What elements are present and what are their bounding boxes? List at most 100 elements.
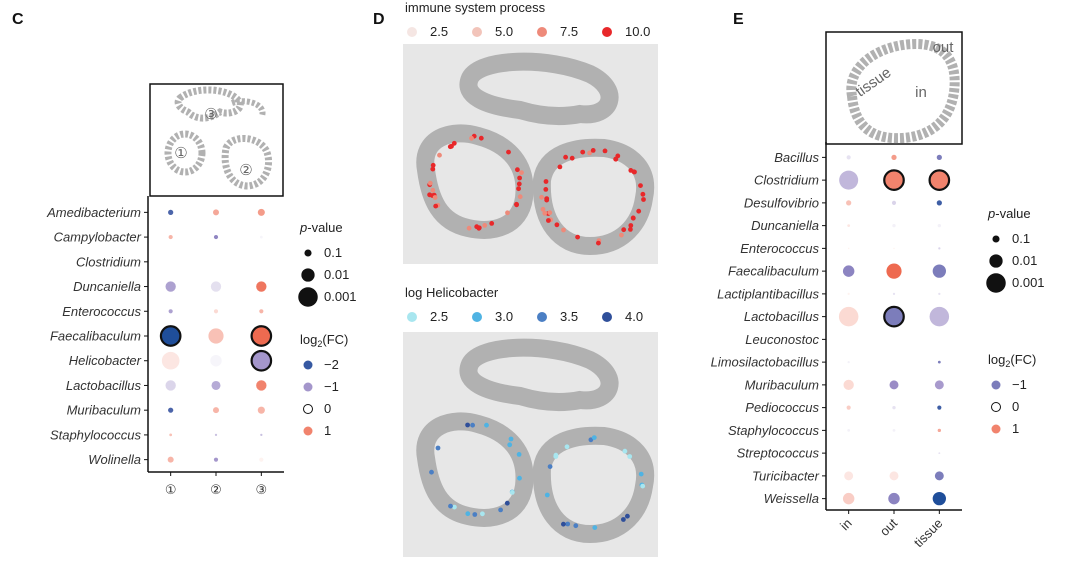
d-top-spot: [517, 175, 522, 181]
d-bottom-spot: [435, 445, 441, 451]
e-dot: [846, 405, 851, 410]
e-y-tick-label: Staphylococcus: [728, 423, 820, 438]
d-top-map-tissue-1: [416, 124, 534, 239]
e-dot: [892, 405, 896, 410]
e-legend-p-dot: [992, 235, 1000, 243]
d-top-spot: [619, 232, 624, 238]
e-x-tick-label: tissue: [911, 516, 946, 551]
e-dot: [929, 306, 950, 327]
c-dot: [211, 380, 221, 390]
c-dot: [161, 351, 180, 370]
d-top-legend-label: 5.0: [495, 24, 513, 39]
d-bottom-spot: [561, 521, 566, 527]
c-dot: [212, 407, 220, 414]
e-y-tick-label: Desulfovibrio: [744, 195, 819, 210]
e-dot: [938, 338, 940, 340]
d-top-spot: [519, 170, 524, 176]
d-top-legend-swatch: [407, 27, 417, 37]
c-dot: [256, 380, 267, 391]
d-bottom-spot: [640, 483, 646, 489]
e-y-tick-label: Limosilactobacillus: [711, 355, 820, 370]
e-y-tick-label: Turicibacter: [752, 468, 820, 483]
e-y-tick-label: Weissella: [764, 491, 819, 506]
panel-c-inset-tissue-2: [221, 135, 273, 190]
d-bottom-spot: [591, 435, 597, 440]
c-x-tick-label: ②: [210, 482, 222, 497]
d-top-spot: [505, 210, 510, 216]
d-bottom-spot: [588, 437, 594, 443]
c-dot: [210, 355, 222, 367]
d-top-spot: [542, 210, 548, 216]
e-dot: [928, 169, 951, 191]
d-bottom-legend-swatch: [472, 312, 482, 322]
c-dot: [257, 406, 265, 414]
d-bottom-spot: [465, 422, 470, 428]
c-legend-fc-dot: [303, 360, 313, 370]
c-dot: [213, 235, 219, 240]
d-top-spot: [613, 156, 619, 162]
e-y-tick-label: Muribaculum: [745, 377, 820, 392]
d-top-map-tissue-3: [459, 52, 619, 126]
panel-c-inset-label-3: ③: [204, 106, 217, 123]
e-legend-p-label: 0.1: [1012, 231, 1030, 246]
c-dot: [208, 328, 224, 344]
e-dot: [892, 428, 896, 432]
d-top-spot: [469, 135, 474, 141]
d-top-spot: [628, 223, 634, 228]
e-dot: [842, 492, 855, 505]
c-legend-p-label: 0.001: [324, 289, 357, 304]
c-y-tick-label: Faecalibaculum: [50, 329, 141, 344]
d-top-legend-label: 7.5: [560, 24, 578, 39]
d-bottom-legend-swatch: [407, 312, 417, 322]
panel-c-inset-label-1: ①: [174, 145, 187, 162]
d-bottom-spot: [470, 422, 475, 428]
c-dot: [256, 281, 267, 292]
d-bottom-legend-swatch: [537, 312, 547, 322]
c-dot: [250, 349, 273, 372]
e-legend-fc-title: log2(FC): [988, 352, 1036, 369]
e-dot: [883, 305, 905, 328]
c-y-tick-label: Staphylococcus: [50, 427, 142, 442]
d-top-spot: [638, 183, 643, 189]
d-bottom-spot: [484, 422, 489, 428]
d-bottom-legend-label: 4.0: [625, 309, 643, 324]
c-y-tick-label: Duncaniella: [73, 279, 141, 294]
d-top-spot: [506, 149, 511, 155]
c-dot: [260, 433, 263, 437]
d-top-legend-swatch: [537, 27, 547, 37]
d-bottom-spot: [517, 475, 522, 481]
c-legend-p-dot: [304, 249, 312, 257]
c-legend-fc-label: 0: [324, 401, 331, 416]
e-legend-fc-dot: [991, 402, 1001, 412]
e-dot: [893, 361, 895, 363]
d-bottom-spot: [564, 444, 570, 450]
d-bottom-spot: [507, 442, 513, 448]
c-dot: [168, 309, 173, 314]
d-top-spot: [596, 240, 601, 246]
d-bottom-spot: [622, 448, 628, 454]
d-top-spot: [580, 149, 586, 155]
e-y-tick-label: Streptococcus: [737, 446, 820, 461]
c-legend-fc-label: −2: [324, 357, 339, 372]
d-top-spot: [516, 186, 521, 192]
d-bottom-spot: [452, 504, 457, 510]
d-top-spot: [636, 208, 642, 214]
d-top-spot: [430, 166, 436, 172]
d-bottom-legend-title: log Helicobacter: [405, 285, 499, 300]
d-top-spot: [476, 225, 482, 231]
d-top-spot: [569, 155, 575, 161]
c-legend-p-dot: [301, 268, 315, 282]
panel-c-inset-tissue-3: [174, 86, 244, 122]
d-top-legend-label: 10.0: [625, 24, 650, 39]
d-top-spot: [575, 234, 580, 240]
e-dot: [839, 170, 859, 190]
c-y-tick-label: Enterococcus: [62, 304, 141, 319]
e-legend-p-dot: [986, 273, 1006, 293]
e-dot: [847, 428, 851, 432]
d-top-legend-title: immune system process: [405, 0, 546, 15]
e-dot: [932, 491, 946, 506]
d-top-spot: [478, 135, 484, 141]
panel-label-e: E: [733, 11, 744, 28]
